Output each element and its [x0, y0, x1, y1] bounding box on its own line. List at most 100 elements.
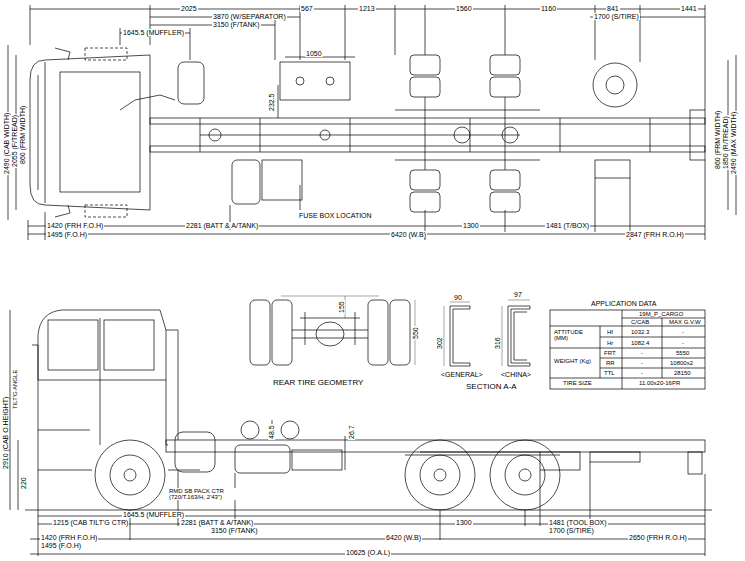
table-cell: TTL [603, 370, 616, 376]
tanks-top [280, 62, 350, 100]
data-table [600, 358, 705, 359]
frame-rails [320, 130, 330, 140]
line-art [345, 5, 346, 60]
rear-tires-top [395, 55, 540, 212]
dimension-label: 1850 (R/TREAD) [722, 115, 729, 170]
dimension-lines [8, 5, 736, 240]
dimension-label: 2847 (FRH R.O.H) [625, 231, 685, 238]
line-art [150, 5, 151, 45]
line-art [525, 510, 526, 526]
cab-top [60, 72, 140, 192]
line-art [28, 5, 705, 240]
dimension-label: 1441 [680, 5, 698, 12]
frame-rails [502, 127, 518, 143]
view-title: APPLICATION DATA [590, 300, 657, 307]
data-table [550, 326, 705, 327]
frame-side [38, 470, 200, 471]
cab-side [32, 310, 178, 470]
rear-tires-top [490, 192, 520, 212]
dimension-label: 2490 (CAB WIDTH) [3, 112, 10, 175]
line-art [300, 5, 301, 60]
line-art [275, 20, 276, 60]
frame-rails [650, 118, 651, 152]
cab-side [38, 318, 166, 445]
line-art [705, 474, 706, 556]
cab-side [32, 345, 38, 380]
cab-top [30, 48, 175, 217]
dimension-label: 220 [20, 476, 27, 490]
dimension-label: 1050 [305, 50, 323, 57]
note-label: FUSE BOX LOCATION [298, 212, 373, 219]
frame-side [235, 445, 290, 473]
frame-rails [150, 118, 705, 124]
frame-rails [690, 110, 705, 160]
rear-tire-geometry [272, 300, 292, 365]
frame-section [502, 306, 503, 366]
cab-top [30, 55, 150, 210]
tanks-top [300, 185, 301, 210]
data-table [550, 378, 705, 379]
dimension-label: 90 [453, 294, 463, 301]
cab-top [85, 48, 127, 60]
dimension-label: 3870 (W/SEPARATOR) [212, 13, 287, 20]
tanks-top [178, 62, 637, 210]
line-art [540, 470, 541, 526]
dimension-label: 1300 [462, 222, 480, 229]
table-cell: WEIGHT (Kg) [553, 358, 599, 364]
note-label: RMD SB PACK CTR (720/T.163/H, 2'43") [168, 488, 242, 500]
cab-top [55, 205, 70, 217]
wheels-side [110, 455, 150, 495]
frame-section [450, 306, 470, 366]
table-cell: 19M_P_CARGO [638, 311, 684, 317]
rear-tire-geometry [250, 300, 270, 365]
note-label: <CHINA> [500, 371, 532, 378]
rear-tire-geometry [390, 300, 410, 365]
frame-side [166, 440, 705, 452]
dimension-label: 1300 [455, 519, 473, 526]
rear-tires-top [490, 77, 520, 97]
frame-side [281, 421, 299, 439]
frame-rails [560, 118, 561, 152]
frame-side [38, 420, 705, 474]
cab-side [48, 320, 98, 370]
dimension-label: 1495 (F.O.H) [46, 231, 88, 238]
frame-section [444, 306, 445, 366]
table-cell: - [640, 350, 644, 356]
tanks-top [262, 160, 302, 200]
table-cell: 11.00x20-16PR [638, 380, 681, 386]
rear-tires-top [505, 97, 506, 170]
table-cell: Hf [606, 329, 614, 335]
dimension-label: 1560 [455, 5, 473, 12]
tanks-top [232, 160, 260, 204]
rear-tires-top [425, 97, 426, 170]
dimension-lines [28, 234, 705, 235]
line-art [505, 210, 506, 232]
table-cell: - [640, 360, 644, 366]
wheels-side [95, 440, 165, 510]
wheels-side [405, 455, 560, 456]
data-table [622, 310, 623, 389]
line-art [38, 470, 39, 556]
dimension-label: 1645.5 (MUFFLER) [122, 511, 185, 518]
table-cell: - [640, 370, 644, 376]
frame-rails [454, 127, 470, 143]
rear-tire-geometry [316, 322, 344, 346]
tanks-top [178, 62, 204, 104]
table-cell: 1032.3 [630, 329, 650, 335]
table-cell: 5550 [675, 350, 690, 356]
dimension-label: 2910 (CAB O.HEIGHT) [2, 396, 9, 470]
data-table [600, 368, 705, 369]
table-cell: - [681, 329, 685, 335]
dimension-label: 1700 (S/TIRE) [548, 527, 595, 534]
line-art [705, 5, 706, 110]
dimension-label: 6420 (W.B) [390, 231, 427, 238]
rear-tire-geometry [292, 330, 368, 338]
table-cell: TIRE SIZE [562, 380, 593, 386]
frame-section [450, 302, 470, 303]
data-table [600, 337, 705, 338]
table-cell: ATTITUDE (MM) [553, 329, 599, 341]
dimension-label: 48.5 [268, 424, 275, 440]
dimension-label: 1495 (F.O.H) [40, 542, 82, 549]
wheels-side [490, 440, 560, 510]
